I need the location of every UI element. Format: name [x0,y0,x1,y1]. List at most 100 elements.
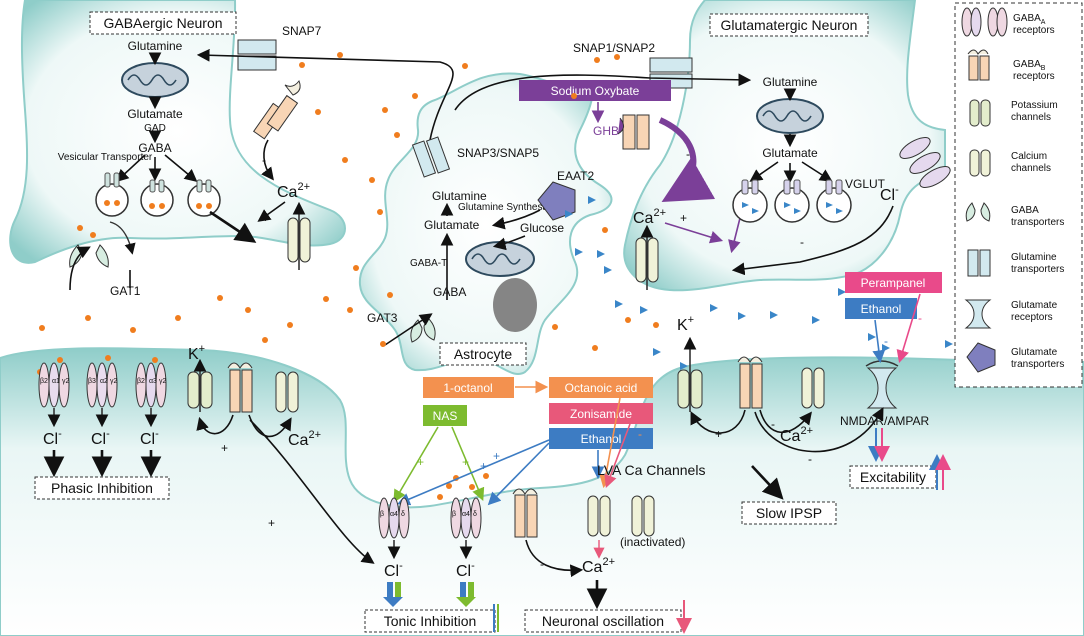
zonisamide-box: Zonisamide [549,403,653,424]
legend-glutamate-receptor-icon [964,299,992,329]
ethanol-box-right: Ethanol [845,298,917,319]
legend-gaba-transporter-label: GABA transporters [1011,205,1064,228]
nas-plus: + [417,455,424,469]
postsynaptic-calcium-channel [801,367,825,409]
glu-neuron-calcium-channel [635,224,659,290]
legend-gaba-b-icon [967,49,990,81]
phasic-cl-label: Cl- [43,428,62,448]
snap3-snap5-label: SNAP3/SNAP5 [457,146,539,160]
legend-gaba-b-label: GABAB [1013,59,1046,72]
astrocyte-glutamate-label: Glutamate [424,218,480,232]
left-k-label: K+ [188,343,205,363]
svg-text:Sodium Oxybate: Sodium Oxybate [551,84,640,98]
legend-gaba-a-label: GABAA [1013,13,1046,26]
gaba-neuron-calcium-channel [287,201,311,270]
glu-neuron-gaba-a-receptor [899,137,951,188]
svg-text:Tonic Inhibition: Tonic Inhibition [384,613,477,629]
left-ca-minus: - [265,429,269,443]
postsynaptic-gaba-b-receptor [737,356,763,409]
right-ca-label: Ca2+ [780,425,813,445]
subunit-label: β2 [40,378,48,385]
subunit-label: δ [401,511,405,518]
lva-label: LVA Ca Channels [597,462,705,478]
phasic-cl-label: Cl- [140,428,159,448]
left-ca-label: Ca2+ [288,429,321,449]
postsynaptic-gaba-a-receptor [135,362,167,428]
postsynaptic-calcium-channel [275,371,299,413]
astrocyte-gaba-label: GABA [433,285,466,299]
subunit-label: α2 [100,378,108,385]
subunit-label: α4 [390,511,398,518]
mitochondrion-icon [465,241,535,277]
glutamate-vesicle [774,179,810,223]
legend-gaba-transporter-icon [965,202,991,222]
lva-calcium-channel-inactivated [631,495,655,537]
mid-ca-label: Ca2+ [582,556,615,576]
gad-label: GAD [144,123,166,134]
glucose-label: Glucose [520,221,564,235]
extrasynaptic-gaba-a-receptor [450,497,482,560]
tonic-inhibition-box: Tonic Inhibition [364,609,496,633]
astrocyte-label: Astrocyte [439,342,527,366]
postsynaptic-neuron [0,347,1084,636]
subunit-label: γ2 [159,378,167,385]
ethanol-plus: + [493,449,500,463]
tonic-plus: + [268,516,275,530]
subunit-label: β [452,511,456,518]
gaba-b-autoreceptor [252,79,301,140]
svg-text:Glutamatergic Neuron: Glutamatergic Neuron [721,17,858,33]
postsynaptic-gaba-b-receptor [512,488,538,538]
svg-text:Neuronal oscillation: Neuronal oscillation [542,613,664,629]
legend-potassium-label: Potassium channels [1011,100,1058,123]
eaat2-label: EAAT2 [557,169,594,183]
gaba-vesicle [140,179,174,217]
octanol-box: 1-octanol [423,377,514,398]
subunit-label: α1 [52,378,60,385]
perampanel-minus: - [918,311,922,325]
glu-neuron-minus: - [686,147,690,161]
postsynaptic-gaba-a-receptor [86,362,118,428]
legend-potassium-icon [969,99,991,127]
phasic-cl-label: Cl- [91,428,110,448]
octanoic-acid-box: Octanoic acid [549,377,653,398]
neuronal-oscillation-box: Neuronal oscillation [524,609,682,633]
svg-text:Perampanel: Perampanel [861,276,926,290]
legend-glutamate-transporter-icon [966,342,996,373]
svg-text:1-octanol: 1-octanol [443,381,492,395]
snap7-transporter [237,39,277,71]
snap1-snap2-label: SNAP1/SNAP2 [573,41,655,55]
vesicular-transporter-label: Vesicular Transporter [58,152,153,163]
legend-glutamate-transporter-label: Glutamate transporters [1011,347,1064,370]
tonic-cl-label: Cl- [456,560,475,580]
ethanol-right-minus: - [884,334,888,348]
gaba-neuron-minus: - [262,153,266,167]
legend-glutamate-receptor-label: Glutamate receptors [1011,300,1057,323]
svg-text:Ethanol: Ethanol [581,432,622,446]
legend-calcium-icon [969,149,991,177]
subunit-label: δ [473,511,477,518]
potassium-channel [187,358,213,412]
gaba-neuron-gaba-label: GABA [138,141,171,155]
lva-calcium-channel [587,495,611,559]
gaba-neuron-ca-label: Ca2+ [277,181,310,201]
mitochondrion-icon [756,98,824,134]
glu-neuron-plus: + [680,211,687,225]
svg-text:Excitability: Excitability [860,469,926,485]
astrocyte-cell [358,72,613,375]
nas-plus: + [462,455,469,469]
inactivated-label: (inactivated) [620,535,685,549]
ethanol-plus: + [480,459,487,473]
right-k-label: K+ [677,314,694,334]
ghb-label: GHB [593,124,619,138]
octanoic-minus: - [638,427,642,441]
glu-neuron-ca-label: Ca2+ [633,207,666,227]
gabaergic-neuron-label: GABAergic Neuron [89,11,237,35]
sodium-oxybate-box: Sodium Oxybate [519,80,671,101]
gaba-neuron-glutamine-label: Glutamine [128,39,183,53]
gaba-vesicle [95,172,129,217]
legend-gaba-b-receptors: receptors [1013,71,1055,82]
svg-text:Octanoic acid: Octanoic acid [565,381,638,395]
astrocyte-glutamine-label: Glutamine [432,189,487,203]
subunit-label: β2 [137,378,145,385]
